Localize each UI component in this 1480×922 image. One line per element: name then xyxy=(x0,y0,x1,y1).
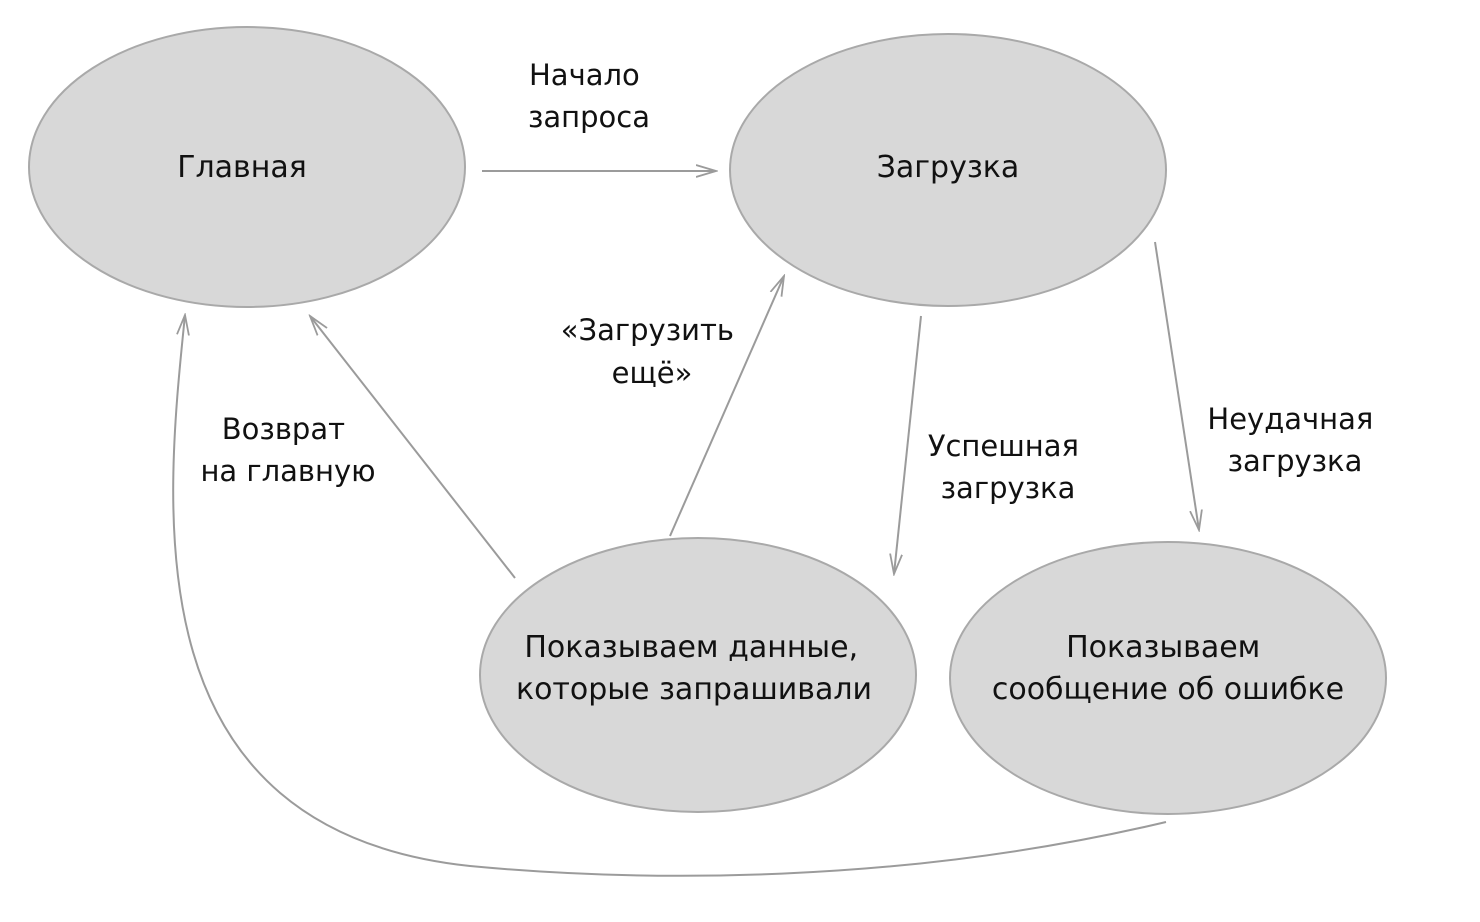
node-data-line-1: Показываем данные, xyxy=(524,630,858,665)
edge-start-request-line-1: Начало xyxy=(529,58,640,92)
node-loading: Загрузка xyxy=(729,33,1167,307)
node-error-line-1: Показываем xyxy=(1066,630,1260,665)
edge-back-to-main-label: Возврат на главную xyxy=(200,412,375,488)
edge-failure-line-2: загрузка xyxy=(1228,444,1363,478)
edge-success-arrow xyxy=(894,315,922,574)
edge-back-to-main-arrow xyxy=(310,316,516,579)
node-error-shape xyxy=(949,541,1387,815)
node-data: Показываем данные, которые запрашивали xyxy=(479,537,917,813)
node-error: Показываем сообщение об ошибке xyxy=(949,541,1387,815)
node-error-line-2: сообщение об ошибке xyxy=(992,672,1344,707)
edge-success-line-2: загрузка xyxy=(941,471,1076,505)
node-data-shape xyxy=(479,537,917,813)
edge-load-more-arrow xyxy=(669,276,784,537)
edge-back-to-main-line-2: на главную xyxy=(200,454,375,488)
node-error-label: Показываем сообщение об ошибке xyxy=(992,630,1344,707)
node-main: Главная xyxy=(28,26,466,308)
node-main-shape xyxy=(28,26,466,308)
edge-start-request-line-2: запроса xyxy=(528,100,650,134)
edge-failure-line-1: Неудачная xyxy=(1207,402,1373,436)
edge-load-more-line-2: ещё» xyxy=(612,356,693,390)
edge-load-more-label: «Загрузить ещё» xyxy=(561,313,743,390)
edge-success-label: Успешная загрузка xyxy=(928,429,1088,505)
edge-load-more-line-1: «Загрузить xyxy=(561,313,734,347)
edge-back-to-main-line-1: Возврат xyxy=(222,412,345,446)
node-loading-shape xyxy=(729,33,1167,307)
edge-success-line-1: Успешная xyxy=(928,429,1079,463)
edge-error-to-main-arrow xyxy=(172,315,1167,877)
node-main-label: Главная xyxy=(177,150,307,185)
node-data-line-2: которые запрашивали xyxy=(516,672,872,707)
node-loading-label: Загрузка xyxy=(877,150,1020,185)
node-data-label: Показываем данные, которые запрашивали xyxy=(516,630,872,707)
node-main-line-1: Главная xyxy=(177,150,307,185)
edge-start-request-label: Начало запроса xyxy=(528,58,650,134)
edge-failure-arrow xyxy=(1154,241,1199,530)
node-loading-line-1: Загрузка xyxy=(877,150,1020,185)
edge-failure-label: Неудачная загрузка xyxy=(1207,402,1382,478)
